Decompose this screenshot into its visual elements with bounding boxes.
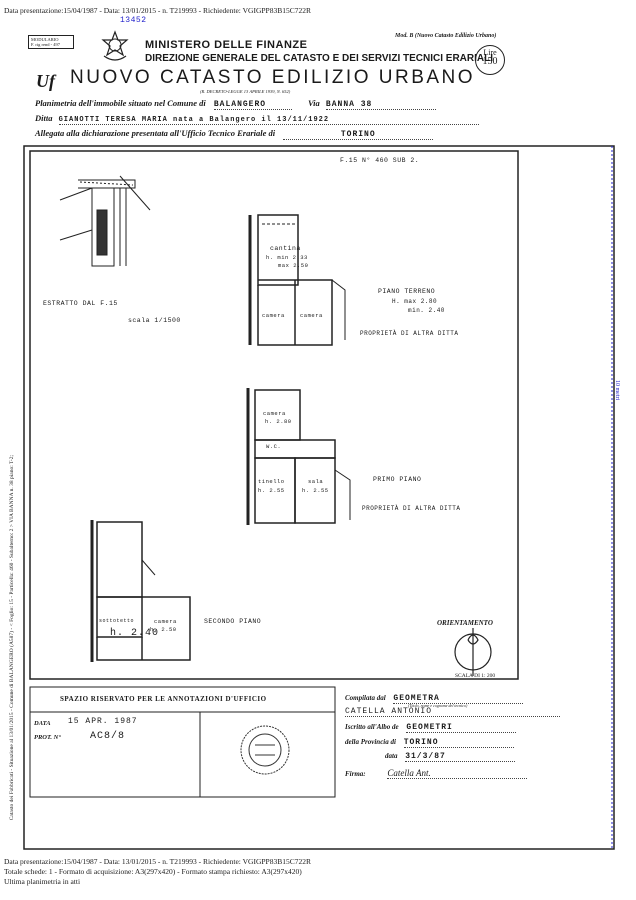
pt-hmin: min. 2.40 xyxy=(408,307,445,314)
scala-estratto-label: scala 1/1500 xyxy=(128,317,181,324)
provincia-value: TORINO xyxy=(403,738,514,748)
compilato-nome: CATELLA ANTONIO xyxy=(345,707,560,717)
secondo-piano-label: SECONDO PIANO xyxy=(204,618,262,625)
planimetria-row: Planimetria dell'immobile situato nel Co… xyxy=(35,98,436,110)
data-row: data 31/3/87 xyxy=(385,752,516,762)
compilato-row: Compilata dal GEOMETRA xyxy=(345,694,524,704)
sottotetto-label: sottotetto xyxy=(99,618,135,624)
footer-line-1: Data presentazione:15/04/1987 - Data: 13… xyxy=(4,857,311,866)
camera-primo-h: h. 2.80 xyxy=(265,418,292,425)
via-label: Via xyxy=(307,98,320,108)
scala-label: SCALA DI 1: 200 xyxy=(455,673,496,679)
modulario-box: MODULARIO F. rig rend - 497 xyxy=(28,35,74,49)
via-value: BANNA 38 xyxy=(325,100,436,110)
annot-prot-value: AC8/8 xyxy=(90,731,126,742)
footer-line-3: Ultima planimetria in atti xyxy=(4,877,81,886)
allegata-row: Allegata alla dichiarazione presentata a… xyxy=(35,128,434,140)
tinello-label: tinello xyxy=(258,478,285,485)
provincia-label: della Provincia di xyxy=(345,738,396,746)
camera-pt-2: camera xyxy=(300,312,323,319)
comune-value: BALANGERO xyxy=(213,100,292,110)
orientamento-label: ORIENTAMENTO xyxy=(437,619,493,627)
compilato-note: (Titolo, nome e cognome del tecnico) xyxy=(408,703,468,708)
firma-signature: Catella Ant. xyxy=(387,768,528,779)
modulario-line-1: MODULARIO xyxy=(31,37,59,42)
primo-piano-label: PRIMO PIANO xyxy=(373,476,422,483)
cantina-label: cantina xyxy=(270,245,301,252)
pt-hmax: H. max 2.80 xyxy=(392,298,438,305)
side-ruler-label: 10 metri xyxy=(614,380,620,401)
side-vertical-text: Catasto dei Fabbricati - Situazione al 1… xyxy=(9,455,15,821)
iscritto-row: Iscritto all'Albo de GEOMETRI xyxy=(345,723,517,733)
estratto-map xyxy=(59,175,151,267)
primo-piano-plan xyxy=(246,388,351,525)
nuovo-catasto-title: NUOVO CATASTO EDILIZIO URBANO xyxy=(70,67,476,88)
footer-line-2: Totale schede: 1 - Formato di acquisizio… xyxy=(4,867,302,876)
annot-data-label: DATA xyxy=(34,720,51,727)
lire-value: 150 xyxy=(482,56,498,67)
cantina-hmin: h. min 2.33 xyxy=(266,254,308,261)
allegata-label: Allegata alla dichiarazione presentata a… xyxy=(35,128,276,138)
foglio-ref: F.15 N° 460 SUB 2. xyxy=(340,157,420,164)
sottotetto-h: h. 2.40 xyxy=(110,628,160,639)
camera-primo-label: camera xyxy=(263,410,286,417)
decreto-note: (R. DECRETO-LEGGE 13 APRILE 1939, N. 652… xyxy=(200,89,291,94)
republic-emblem-icon xyxy=(101,30,129,61)
compilato-titolo: GEOMETRA xyxy=(393,694,524,704)
albo-value: GEOMETRI xyxy=(406,723,517,733)
wc-label: W.C. xyxy=(266,443,282,450)
firma-label: Firma: xyxy=(345,770,366,778)
data-label: data xyxy=(385,752,398,760)
ditta-label: Ditta xyxy=(35,113,53,123)
firma-row: Firma: Catella Ant. xyxy=(345,768,528,779)
camera-secondo-h: h. 2.50 xyxy=(150,626,177,633)
planimetria-label: Planimetria dell'immobile situato nel Co… xyxy=(35,98,206,108)
annot-prot-label: PROT. N° xyxy=(34,734,61,741)
top-header-line: Data presentazione:15/04/1987 - Data: 13… xyxy=(4,6,311,15)
annot-data-value: 15 APR. 1987 xyxy=(68,717,138,726)
lire-stamp: Lire 150 xyxy=(475,45,505,75)
office-stamp-icon xyxy=(240,725,290,775)
camera-pt-1: camera xyxy=(262,312,285,319)
tinello-h: h. 2.55 xyxy=(258,487,285,494)
direzione-title: DIREZIONE GENERALE DEL CATASTO E DEI SER… xyxy=(145,53,493,64)
annotazioni-title: SPAZIO RISERVATO PER LE ANNOTAZIONI D'UF… xyxy=(60,695,267,703)
compilato-label: Compilata dal xyxy=(345,694,386,702)
estratto-label: ESTRATTO DAL F.15 xyxy=(43,300,118,307)
secondo-piano-plan xyxy=(90,520,191,662)
iscritto-label: Iscritto all'Albo de xyxy=(345,723,399,731)
modulario-line-2: F. rig rend - 497 xyxy=(31,42,61,47)
ufficio-value: TORINO xyxy=(283,130,434,140)
provincia-row: della Provincia di TORINO xyxy=(345,738,514,748)
compass-icon xyxy=(454,628,492,676)
ministero-title: MINISTERO DELLE FINANZE xyxy=(145,39,308,51)
mod-b-label: Mod. B (Nuovo Catasto Edilizio Urbano) xyxy=(395,33,497,39)
piano-terreno-plan xyxy=(248,214,346,346)
cantina-hmax: max 2.50 xyxy=(278,262,309,269)
proprieta-altra-ditta-2: PROPRIETÀ DI ALTRA DITTA xyxy=(362,505,461,512)
camera-secondo-label: camera xyxy=(154,618,177,625)
sala-h: h. 2.55 xyxy=(302,487,329,494)
sala-label: sala xyxy=(308,478,324,485)
ditta-value: GIANOTTI TERESA MARIA nata a Balangero i… xyxy=(58,116,479,125)
data-value: 31/3/87 xyxy=(405,752,516,762)
piano-terreno-label: PIANO TERRENO xyxy=(378,288,436,295)
ufficio-sigla: Uf xyxy=(36,71,55,91)
top-handnote: 13452 xyxy=(120,16,147,25)
lire-label: Lire xyxy=(483,48,497,57)
proprieta-altra-ditta-1: PROPRIETÀ DI ALTRA DITTA xyxy=(360,330,459,337)
ditta-row: Ditta GIANOTTI TERESA MARIA nata a Balan… xyxy=(35,113,479,125)
